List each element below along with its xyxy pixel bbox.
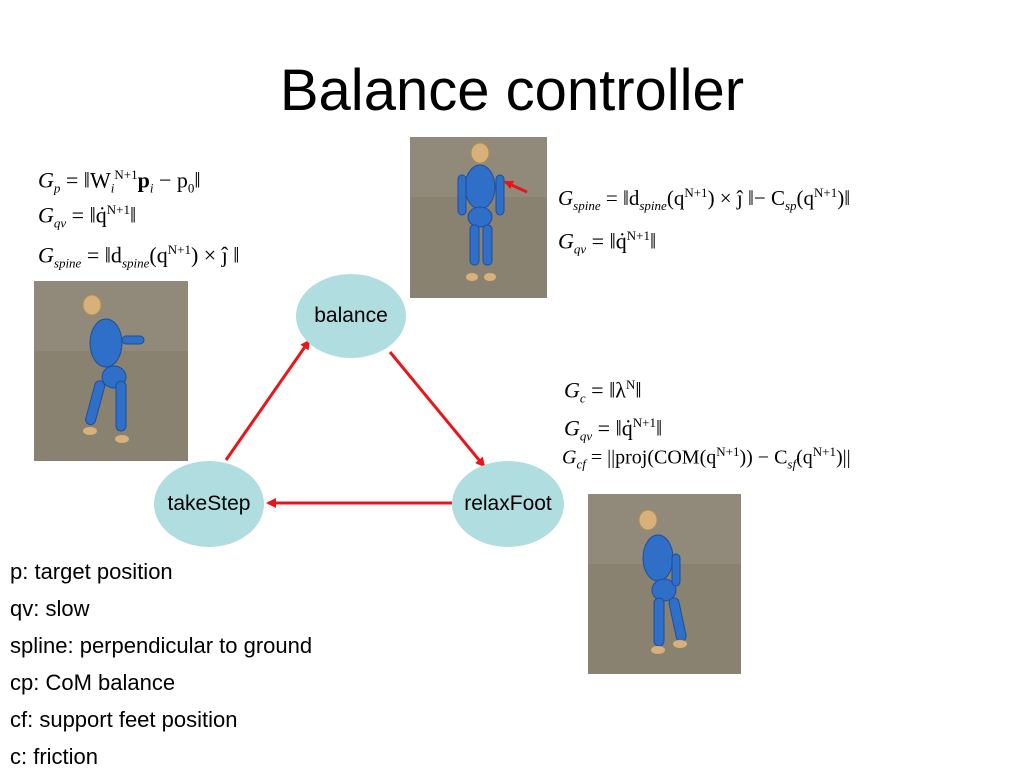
equation-gp: Gp = ‖WiN+1pi − p0‖ [38, 167, 201, 196]
equation-gqv-relaxfoot: Gqv = ‖q̇N+1‖ [564, 415, 663, 444]
legend-item: cf: support feet position [10, 707, 238, 732]
equation-gqv-takestep: Gqv = ‖q̇N+1‖ [38, 202, 137, 231]
legend-item: spline: perpendicular to ground [10, 633, 313, 658]
equation-gqv-balance: Gqv = ‖q̇N+1‖ [558, 228, 657, 257]
legend-item: cp: CoM balance [10, 670, 176, 695]
slide-title: Balance controller [279, 58, 745, 123]
legend-item: p: target position [10, 559, 173, 584]
legend: p: target position qv: slow spline: perp… [10, 553, 312, 775]
legend-item: qv: slow [10, 596, 90, 621]
character-photo-balance [410, 137, 547, 298]
node-takestep: takeStep [154, 461, 264, 547]
equation-gspine-balance: Gspine = ‖dspine(qN+1) × ĵ ‖− Csp(qN+1)‖ [558, 185, 851, 214]
arrow-balance-to-relaxfoot [388, 351, 486, 468]
character-photo-relaxfoot [588, 494, 741, 674]
equation-gspine-takestep: Gspine = ‖dspine(qN+1) × ĵ ‖ [38, 242, 240, 271]
node-balance: balance [296, 274, 406, 358]
node-relaxfoot: relaxFoot [452, 461, 564, 547]
equation-gc: Gc = ‖λN‖ [564, 377, 642, 406]
character-photo-takestep [34, 281, 188, 461]
equation-gcf: Gcf = ||proj(COM(qN+1)) − Csf(qN+1)|| [562, 444, 851, 472]
legend-item: c: friction [10, 744, 99, 769]
arrow-takestep-to-balance [224, 339, 311, 461]
